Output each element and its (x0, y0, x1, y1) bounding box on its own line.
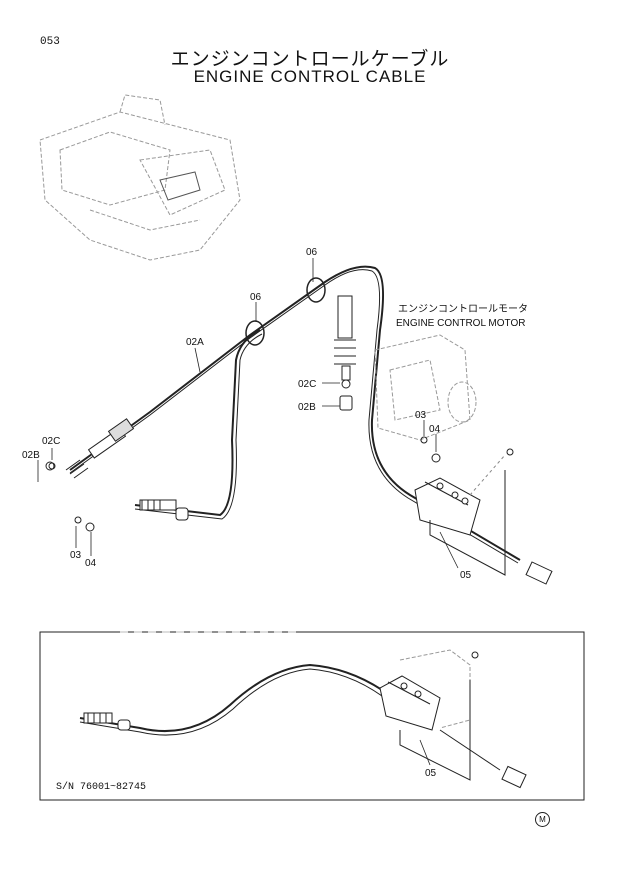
callout-03-left: 03 (70, 550, 82, 561)
washer-02c-left (48, 462, 56, 470)
title-japanese: エンジンコントロールケーブル (170, 49, 450, 70)
callout-02b-right: 02B (298, 402, 316, 413)
bracket-05-main (414, 448, 553, 585)
inset-motor (399, 649, 471, 729)
callout-05-main: 05 (460, 570, 472, 581)
callout-04-left: 04 (85, 558, 97, 569)
title-english: ENGINE CONTROL CABLE (193, 67, 427, 86)
corner-mark: M (535, 812, 550, 827)
inset-cable (79, 663, 386, 733)
clamp-06-lower (245, 320, 265, 346)
inset-cable-end (83, 712, 131, 731)
main-cable (69, 265, 521, 561)
washer-03-right (420, 436, 428, 444)
machine-outline (39, 94, 241, 261)
engine-control-motor (374, 334, 477, 441)
clamp-06-upper (306, 277, 326, 303)
callout-06-upper: 06 (306, 247, 318, 258)
callout-04-right: 04 (429, 424, 441, 435)
inset-frame (39, 631, 585, 801)
cable-end-left (45, 418, 135, 479)
callout-06-lower: 06 (250, 292, 262, 303)
bracket-05-inset (379, 651, 527, 789)
nut-04-right (431, 453, 441, 463)
callout-02c-left: 02C (42, 436, 60, 447)
callout-05-inset: 05 (425, 768, 437, 779)
callout-03-right: 03 (415, 410, 427, 421)
callout-02a: 02A (186, 337, 204, 348)
cable-end-right (334, 295, 356, 411)
cable-end-lower (139, 499, 189, 521)
callout-02c-right: 02C (298, 379, 316, 390)
page-number: 053 (40, 36, 60, 48)
motor-label-en: ENGINE CONTROL MOTOR (396, 318, 525, 329)
serial-range: S/N 76001~82745 (56, 782, 147, 793)
motor-label-jp: エンジンコントロールモータ (398, 303, 528, 315)
washer-03-left (74, 516, 82, 524)
callout-02b-left: 02B (22, 450, 40, 461)
nut-04-left (85, 522, 95, 532)
secondary-cable (134, 329, 261, 517)
